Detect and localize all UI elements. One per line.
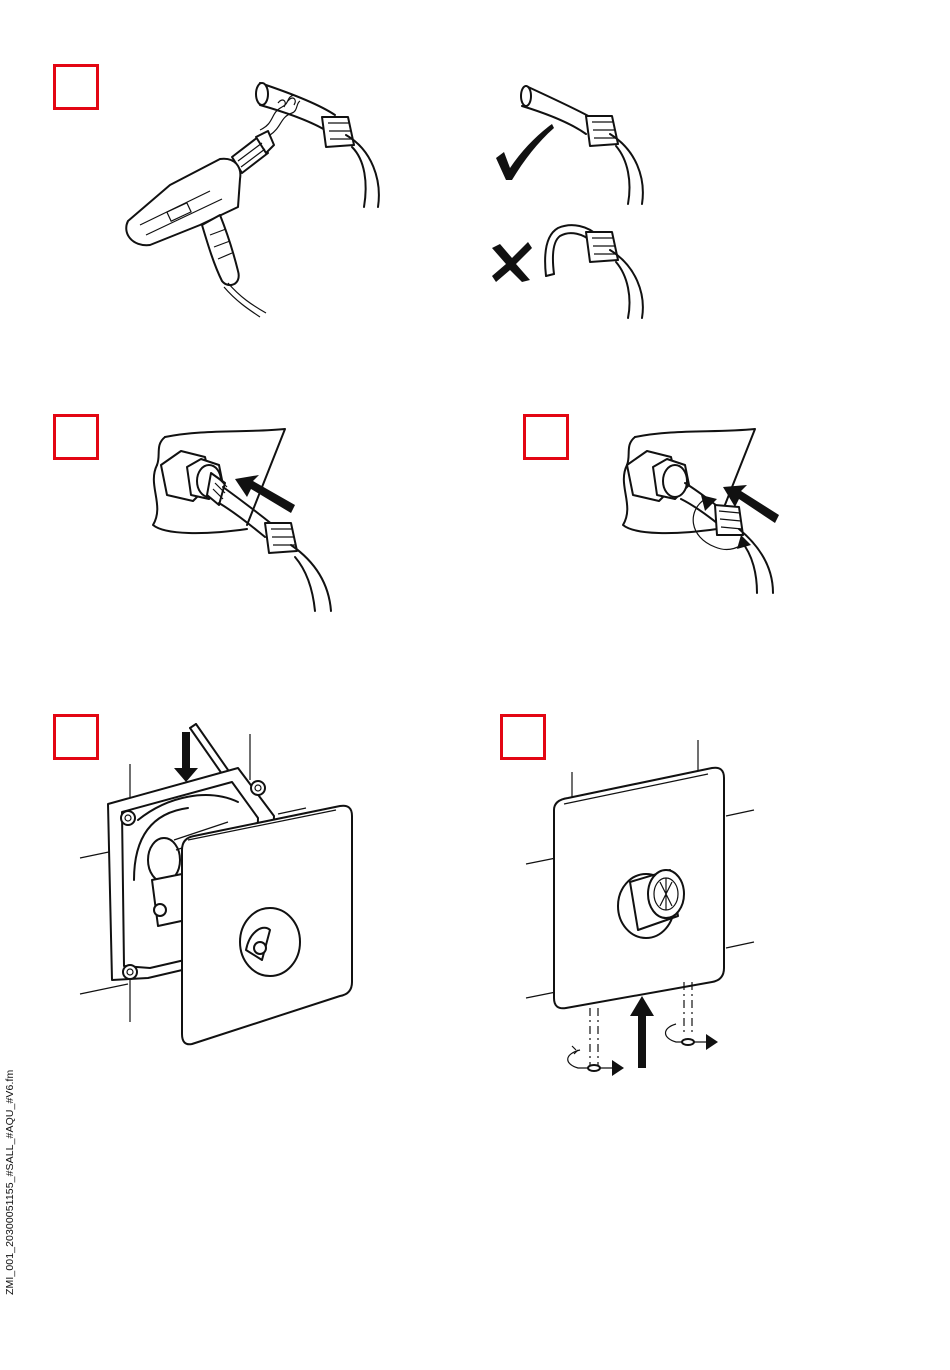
down-arrow-icon — [174, 732, 198, 782]
tighten-nut-illustration — [605, 425, 815, 620]
fix-cover-plate-illustration — [520, 738, 780, 1078]
pipe-insert-fitting-illustration — [135, 425, 345, 620]
step-1-number-box — [53, 64, 99, 110]
pipe-correct-bend-illustration — [490, 80, 670, 210]
file-label: ZMI_001_20300051155_#SALL_#AQU_#V6.fm — [4, 1070, 16, 1295]
cross-mark-icon — [492, 242, 532, 282]
check-mark-icon — [496, 124, 554, 180]
step-2-number-box — [53, 414, 99, 460]
mount-cover-plate-illustration — [78, 720, 368, 1050]
up-arrow-icon — [630, 996, 654, 1068]
step-3-number-box — [523, 414, 569, 460]
heat-gun-pipe-illustration — [110, 75, 400, 320]
pipe-wrong-bend-illustration — [488, 218, 668, 328]
